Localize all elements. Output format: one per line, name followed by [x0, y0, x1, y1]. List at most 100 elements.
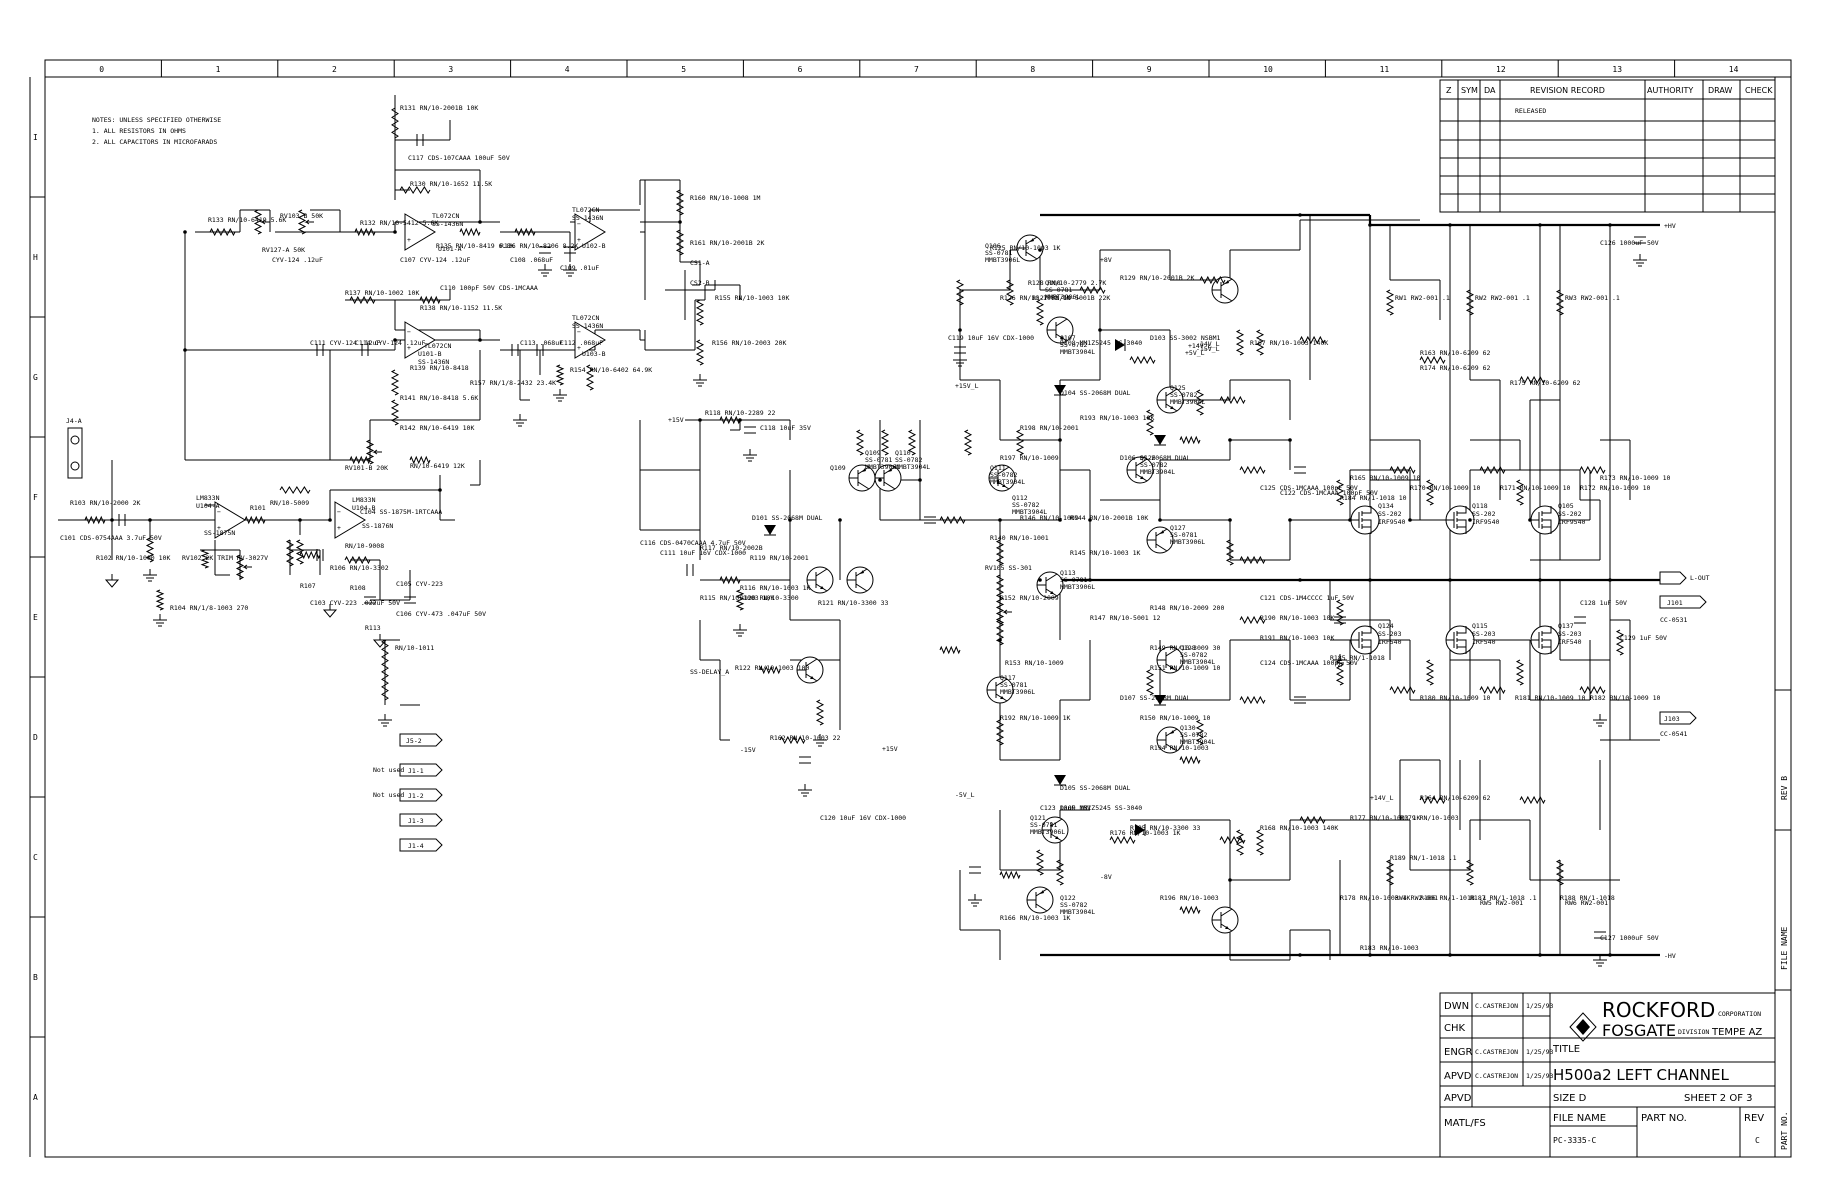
component-label-rw6: RW6 RW2-001 [1565, 899, 1608, 907]
junction-dot [678, 220, 682, 224]
component-label-r184: R184 RN/1-1018 10 [1340, 494, 1407, 502]
capacitor [564, 246, 576, 254]
logo-diamond-inner [1576, 1019, 1590, 1035]
transistor-code: SS-0781 [1170, 531, 1197, 539]
junction-dot [1448, 953, 1452, 957]
resistor [1239, 465, 1266, 475]
component-label-r121: R121 RN/10-3300 33 [818, 599, 889, 607]
ground-symbol [743, 449, 757, 462]
junction-dot [1368, 578, 1372, 582]
rail-plus-15v-2: +15V [668, 416, 684, 424]
mosfet-code: SS-203 [1472, 630, 1496, 638]
component-label-c111b: C111 10uF 16V CDX-1000 [660, 549, 746, 557]
component-label-r140: R140 RN/10-1001 [990, 534, 1049, 542]
diode [1115, 339, 1125, 351]
component-label-r106: R106 RN/10-3302 [330, 564, 389, 572]
component-label-r188: R188 RN/1-1018 [1560, 894, 1615, 902]
component-label-r101: R101 [250, 504, 266, 512]
transistor-part: MMBT3904L [1060, 348, 1095, 356]
mosfet-code: SS-202 [1472, 510, 1496, 518]
transistor-code: SS-0781 [985, 249, 1012, 257]
resistor [735, 589, 745, 611]
component-label-c128: C128 1uF 50V [1580, 599, 1627, 607]
component-label-r167: R167 RN/10-1003 140K [1250, 339, 1328, 347]
side-rev-label: REV B [1780, 776, 1789, 800]
resistor [1219, 395, 1246, 405]
resistor [1239, 555, 1266, 565]
op-amp-plus: + [337, 524, 341, 532]
potentiometer-wiper [304, 219, 314, 225]
op-amp-plus: + [407, 344, 411, 352]
transistor-ref: Q107 [1060, 334, 1076, 342]
junction-dot [1448, 578, 1452, 582]
rail-minus-8v: -8V [1100, 873, 1112, 881]
resistor [1335, 479, 1345, 506]
transistor-part: MMBT3904L [1180, 658, 1215, 666]
resistor [1239, 695, 1266, 705]
capacitor [416, 134, 424, 146]
junction-dot [698, 418, 702, 422]
title-label: TITLE [1552, 1044, 1580, 1055]
mosfet-code: SS-202 [1378, 510, 1402, 518]
junction-dot [1538, 578, 1542, 582]
resistor [1145, 409, 1155, 436]
component-label-r170: R170 RN/10-1009 10 [1410, 484, 1481, 492]
zone-column-label: 12 [1496, 65, 1506, 74]
resistor [84, 515, 106, 525]
resistor [1235, 329, 1245, 356]
rail-minus-14v-l: -14V_L [1196, 340, 1220, 348]
component-label-r176: R176 RN/10-1003 1K [1110, 829, 1181, 837]
transistor-part: MMBT3904L [1012, 508, 1047, 516]
mosfet-part: IRF540 [1558, 638, 1582, 646]
resistor [585, 364, 595, 391]
not-used-label-2: Not used [373, 791, 404, 799]
component-label-r146: R146 RN/10-1009 [1020, 514, 1079, 522]
resistor [1615, 629, 1625, 656]
op-amp [334, 501, 366, 539]
zone-column-label: 0 [99, 65, 104, 74]
zone-column-label: 13 [1612, 65, 1622, 74]
transistor-ref: Q111 [990, 464, 1006, 472]
junction-dot [1298, 953, 1302, 957]
component-label-r125: R125 RN/10-1003 1K [990, 244, 1061, 252]
capacitor [924, 516, 936, 524]
input-jack-label: J4-A [66, 417, 82, 425]
tb-apvd-label: APVD [1444, 1071, 1472, 1082]
junction-dot [918, 478, 922, 482]
mosfet-part: IRF9540 [1558, 518, 1585, 526]
junction-dot [958, 328, 962, 332]
component-label-r153: R153 RN/10-1009 [1005, 659, 1064, 667]
resistor [1465, 859, 1475, 886]
resistor [1479, 465, 1506, 475]
ground-symbol [563, 264, 577, 277]
u101a-code: SS-1436N [432, 220, 463, 228]
component-label-d103: D103 SS-3002 NSBM1 [1150, 334, 1221, 342]
component-label-d104: D104 SS-2068M DUAL [1060, 389, 1131, 397]
capacitor [744, 426, 756, 434]
rail-minus-5v-l: -5V_L [955, 791, 975, 799]
capacitor [118, 514, 126, 526]
resistor [200, 549, 210, 569]
rev-header-da: DA [1484, 86, 1496, 95]
component-label-r197: R197 RN/10-1009 [1000, 454, 1059, 462]
file-name-label: FILE NAME [1553, 1113, 1606, 1124]
zone-row-label: B [33, 973, 38, 982]
resistor [1519, 795, 1546, 805]
component-label-r149: R149 RN/10-3009 30 [1150, 644, 1221, 652]
component-label-r137: R137 RN/10-1002 10K [345, 289, 419, 297]
port-j103: J103 CC-0541 [1659, 711, 1697, 738]
transistor-ref: Q130 [1180, 724, 1196, 732]
resistor [244, 515, 266, 525]
component-label-r122: R122 RN/10-1003 100 [735, 664, 809, 672]
resistor [1195, 389, 1205, 416]
sheet-number: SHEET 2 OF 3 [1684, 1093, 1753, 1104]
potentiometer-wiper [260, 219, 270, 225]
transistor-code: SS-0781 [1045, 286, 1072, 294]
component-label-r179: R179 RN/10-1003 [1400, 814, 1459, 822]
file-name-value: PC-3335-C [1553, 1136, 1597, 1145]
component-label-r128: R128 RN/10-2779 2.7K [1028, 279, 1106, 287]
potentiometer-wiper [1002, 609, 1012, 615]
